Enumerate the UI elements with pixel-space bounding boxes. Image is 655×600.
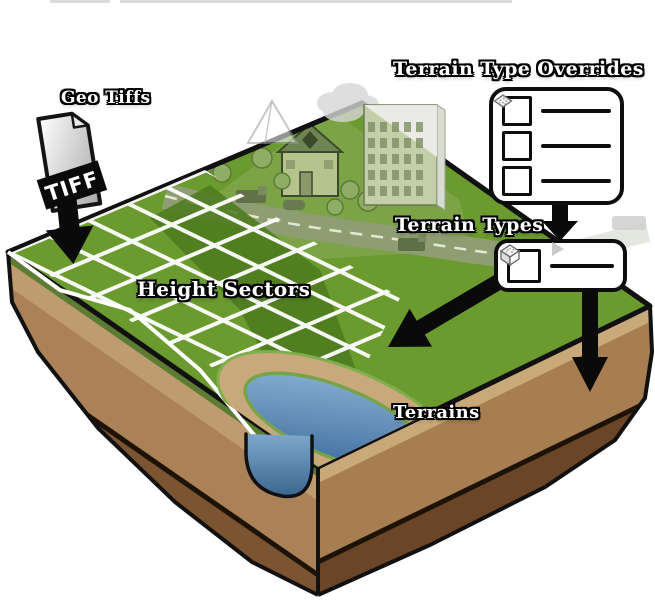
types-to-terrain-arrow [388, 274, 505, 347]
terrain-cube-icon [499, 244, 541, 283]
soil-right-outline [317, 305, 655, 597]
terrain-type-overrides-panel [489, 87, 624, 205]
tiff-file-icon: TIFF [36, 111, 108, 213]
terrain-type-overrides-label: Terrain Type Overrides [393, 58, 644, 80]
override-row [493, 94, 620, 161]
glass-pyramid [246, 99, 299, 144]
water-cross-section [246, 434, 312, 497]
water-cross-section-outline [244, 432, 314, 499]
hatched-tile-icon [493, 94, 532, 161]
house [275, 122, 345, 197]
terrains-label: Terrains [393, 402, 480, 423]
stippled-tile-icon [493, 94, 532, 196]
vehicles [236, 186, 426, 251]
terrain-types-panel [494, 239, 627, 292]
terrain-type-row [498, 244, 623, 283]
geo-tiffs-label: Geo Tiffs [61, 88, 151, 108]
cropped-header-artifact [50, 0, 110, 3]
cropped-header-artifact [120, 0, 512, 3]
office-tower [363, 104, 446, 211]
value-line [541, 109, 611, 113]
value-line [541, 144, 611, 148]
geotiff-arrow [45, 199, 94, 264]
arrow-tip-ghost [552, 242, 564, 256]
value-line [541, 179, 611, 183]
soil-left-outline [6, 251, 319, 597]
ghost-truck [612, 216, 646, 230]
city-scene [161, 110, 650, 276]
height-sectors-label: Height Sectors [137, 277, 311, 301]
terrain-types-label: Terrain Types [395, 214, 544, 236]
overrides-to-types-arrow [542, 203, 578, 241]
types-to-terrain-arrow-right [572, 288, 608, 392]
override-row [493, 94, 620, 196]
value-line [550, 263, 614, 268]
